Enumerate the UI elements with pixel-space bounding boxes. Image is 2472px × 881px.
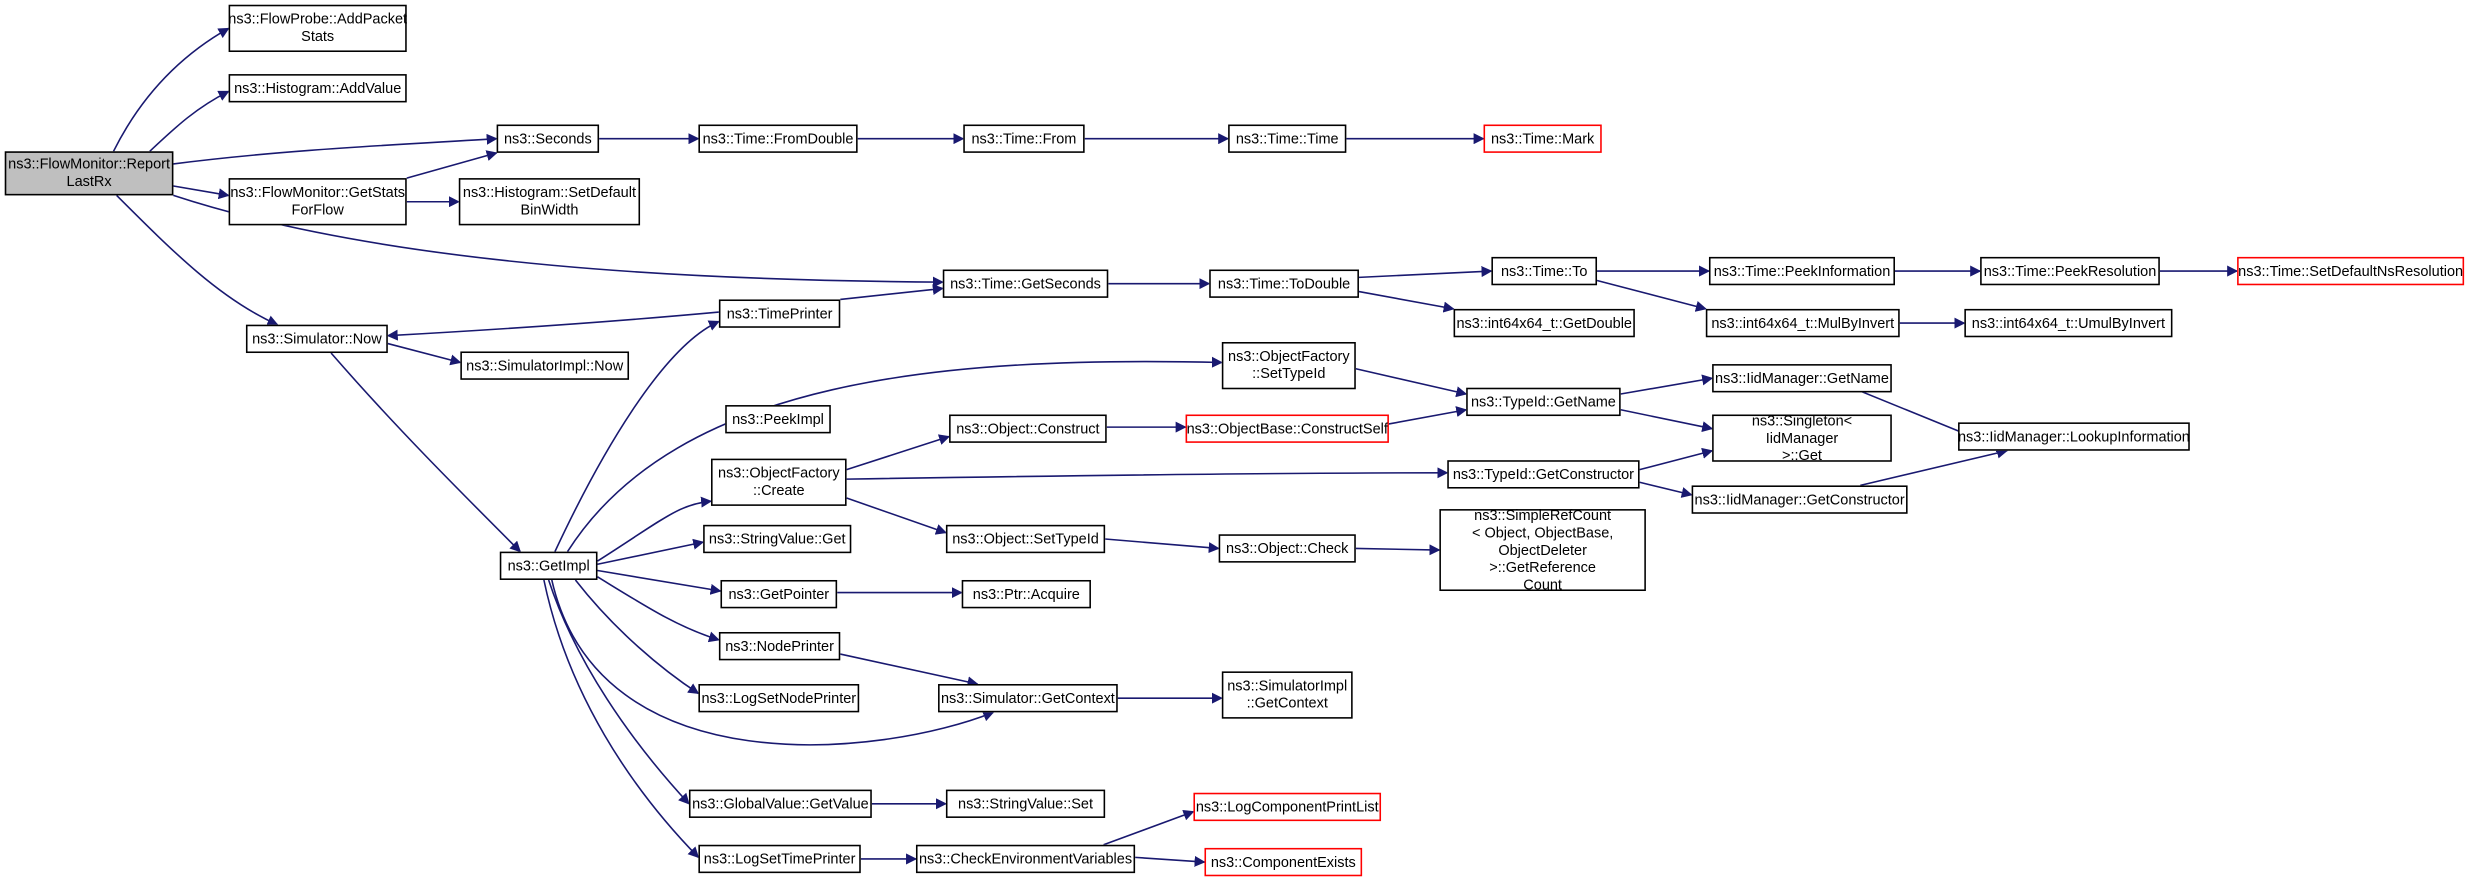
node-simulator-now[interactable]: ns3::Simulator::Now (245, 324, 388, 354)
call-edge-to-n42 (840, 653, 979, 688)
call-edge-to-n2 (149, 90, 230, 152)
node-typeid-getname[interactable]: ns3::TypeId::GetName (1466, 387, 1621, 417)
call-edge-to-n28 (1388, 406, 1468, 425)
call-edge-to-n46 (543, 579, 700, 859)
call-edge-to-n22 (330, 352, 522, 553)
call-edge-to-n35 (846, 497, 947, 535)
node-stringvalue-get[interactable]: ns3::StringValue::Get (703, 524, 852, 554)
node-iidmanager-getconstructor[interactable]: ns3::IidManager::GetConstructor (1691, 485, 1908, 514)
call-edge-to-n28 (1355, 368, 1468, 398)
node-time-fromdouble[interactable]: ns3::Time::FromDouble (698, 124, 858, 153)
node-object-construct[interactable]: ns3::Object::Construct (949, 414, 1107, 443)
node-int64x64-mulbyinvert[interactable]: ns3::int64x64_t::MulByInvert (1705, 308, 1900, 338)
call-edge-to-n19 (116, 194, 279, 326)
call-edge-to-n30 (1620, 408, 1714, 433)
node-globalvalue-getvalue[interactable]: ns3::GlobalValue::GetValue (688, 789, 872, 818)
node-objectbase-constructself[interactable]: ns3::ObjectBase::ConstructSelf (1185, 414, 1389, 443)
call-edge-to-n29 (1620, 374, 1714, 395)
node-logsettimeprinter[interactable]: ns3::LogSetTimePrinter (698, 844, 861, 874)
node-int64x64-umulbyinvert[interactable]: ns3::int64x64_t::UmulByInvert (1964, 308, 2173, 338)
call-edge-to-n19 (386, 311, 719, 341)
node-simulatorimpl-now[interactable]: ns3::SimulatorImpl::Now (460, 351, 630, 380)
node-simplerefcount-getreferencecount[interactable]: ns3::SimpleRefCount < Object, ObjectBase… (1439, 507, 1646, 592)
node-checkenvironmentvariables[interactable]: ns3::CheckEnvironmentVariables (915, 844, 1136, 874)
node-time-from[interactable]: ns3::Time::From (963, 124, 1085, 153)
node-getpointer[interactable]: ns3::GetPointer (720, 579, 838, 609)
node-histogram-addvalue[interactable]: ns3::Histogram::AddValue (228, 74, 407, 103)
node-int64x64-getdouble[interactable]: ns3::int64x64_t::GetDouble (1453, 308, 1635, 338)
node-stringvalue-set[interactable]: ns3::StringValue::Set (945, 789, 1106, 818)
node-iidmanager-getname[interactable]: ns3::IidManager::GetName (1712, 364, 1892, 393)
node-seconds[interactable]: ns3::Seconds (496, 124, 600, 153)
call-edge-to-n3 (406, 150, 498, 179)
call-edge-to-n44 (547, 579, 690, 805)
node-ptr-acquire[interactable]: ns3::Ptr::Acquire (961, 579, 1091, 609)
call-edge-to-n25 (597, 496, 713, 562)
node-nodeprinter[interactable]: ns3::NodePrinter (718, 631, 841, 661)
node-time-todouble[interactable]: ns3::Time::ToDouble (1209, 269, 1359, 298)
call-edge-to-n49 (1135, 855, 1206, 867)
call-edge-to-n26 (846, 434, 951, 471)
call-edge-to-n31 (1860, 447, 2008, 487)
node-histogram-setdefaultbinwidth[interactable]: ns3::Histogram::SetDefault BinWidth (458, 178, 641, 226)
node-time-to[interactable]: ns3::Time::To (1491, 256, 1598, 286)
node-time-mark[interactable]: ns3::Time::Mark (1483, 124, 1602, 153)
node-simulator-getcontext[interactable]: ns3::Simulator::GetContext (938, 683, 1118, 713)
call-edge-to-n30 (1639, 447, 1714, 471)
node-objectfactory-create[interactable]: ns3::ObjectFactory ::Create (711, 458, 847, 506)
node-object-settypeid[interactable]: ns3::Object::SetTypeId (945, 524, 1106, 554)
call-edge-to-n40 (597, 576, 720, 643)
node-time-setdefaultnsresolution[interactable]: ns3::Time::SetDefaultNsResolution (2237, 256, 2465, 286)
node-logsetnodeprinter[interactable]: ns3::LogSetNodePrinter (698, 683, 860, 713)
call-edge-to-n23 (566, 356, 1223, 553)
node-flowmonitor-getstatsforflow[interactable]: ns3::FlowMonitor::GetStats ForFlow (228, 178, 407, 226)
call-edge-to-n34 (597, 538, 705, 565)
call-edge-to-n15 (1596, 279, 1707, 312)
node-flowprobe-addpacketstats[interactable]: ns3::FlowProbe::AddPacket Stats (228, 4, 407, 53)
call-edge-to-n4 (173, 185, 230, 200)
call-edge-to-n36 (1105, 538, 1220, 554)
call-edge-to-n48 (1103, 809, 1195, 846)
node-time-peekresolution[interactable]: ns3::Time::PeekResolution (1980, 256, 2160, 286)
call-edge-to-n32 (846, 467, 1449, 480)
node-time-time[interactable]: ns3::Time::Time (1228, 124, 1347, 153)
node-peekimpl[interactable]: ns3::PeekImpl (725, 405, 831, 434)
node-time-peekinformation[interactable]: ns3::Time::PeekInformation (1708, 256, 1895, 286)
node-object-check[interactable]: ns3::Object::Check (1218, 534, 1356, 563)
node-logcomponentprintlist[interactable]: ns3::LogComponentPrintList (1193, 792, 1382, 822)
call-edge-to-n41 (574, 579, 700, 695)
node-componentexists[interactable]: ns3::ComponentExists (1204, 847, 1363, 877)
call-edge-to-n37 (1355, 544, 1441, 556)
call-edge-to-n3 (173, 133, 498, 165)
call-edge-to-n13 (1358, 290, 1455, 313)
call-edge-to-n1 (112, 27, 230, 152)
node-simulatorimpl-getcontext[interactable]: ns3::SimulatorImpl ::GetContext (1221, 671, 1353, 719)
node-typeid-getconstructor[interactable]: ns3::TypeId::GetConstructor (1447, 460, 1640, 489)
node-getimpl[interactable]: ns3::GetImpl (499, 551, 598, 580)
node-timeprinter[interactable]: ns3::TimePrinter (718, 299, 841, 328)
call-edge-to-n10 (840, 283, 944, 301)
call-edge-to-n42 (551, 579, 995, 746)
node-singleton-iidmanager-get[interactable]: ns3::Singleton< IidManager >::Get (1712, 412, 1892, 463)
call-edge-to-n33 (1639, 481, 1693, 498)
node-iidmanager-lookupinformation[interactable]: ns3::IidManager::LookupInformation (1958, 422, 2190, 451)
call-edge-to-n21 (387, 342, 462, 366)
call-edge-to-n38 (597, 569, 722, 595)
node-flowmonitor-reportlastrx: ns3::FlowMonitor::Report LastRx (4, 151, 174, 196)
call-edge-to-n12 (1358, 266, 1493, 279)
node-time-getseconds[interactable]: ns3::Time::GetSeconds (942, 269, 1109, 298)
node-objectfactory-settypeid[interactable]: ns3::ObjectFactory ::SetTypeId (1221, 341, 1356, 390)
call-edge-to-n20 (554, 320, 720, 552)
